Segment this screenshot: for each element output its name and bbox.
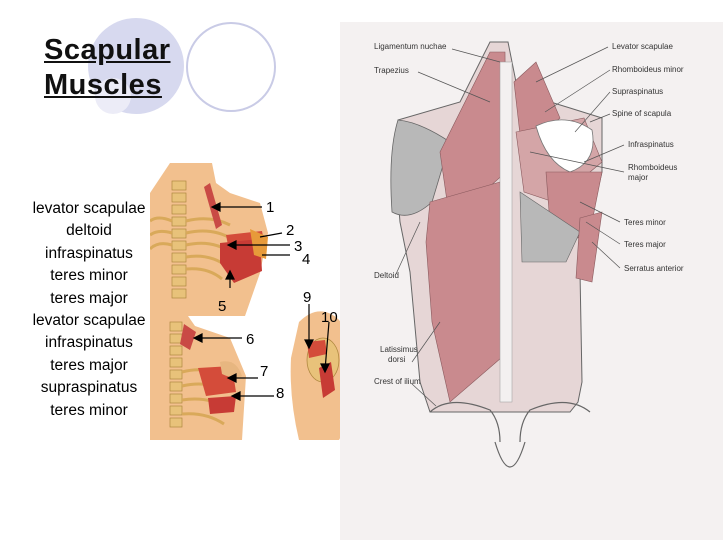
muscle-list: levator scapulae deltoid infraspinatus t… (14, 198, 164, 422)
label-levator-scapulae: Levator scapulae (612, 42, 673, 51)
label-rhomboideus-major-2: major (628, 173, 648, 182)
label-rhomboideus-major: Rhomboideus (628, 163, 677, 172)
diagram-number: 5 (218, 298, 226, 315)
muscle-list-item: infraspinatus (45, 334, 133, 352)
diagram-number: 9 (303, 289, 311, 306)
diagram-number: 10 (321, 309, 338, 326)
label-supraspinatus: Supraspinatus (612, 87, 663, 96)
muscle-list-item: deltoid (66, 222, 112, 240)
slide-title: Scapular Muscles (44, 33, 171, 103)
diagram-number: 8 (276, 385, 284, 402)
label-latissimus-dorsi-2: dorsi (388, 355, 406, 364)
decorative-ring (186, 22, 276, 112)
back-muscles-illustration: Ligamentum nuchae Trapezius Levator scap… (340, 22, 723, 540)
label-ligamentum-nuchae: Ligamentum nuchae (374, 42, 447, 51)
muscle-list-item: infraspinatus (45, 244, 133, 262)
diagram-number: 1 (266, 199, 274, 216)
muscle-list-item: teres minor (50, 401, 128, 419)
muscle-list-item: levator scapulae (32, 312, 146, 330)
diagram-number: 7 (260, 363, 268, 380)
muscle-list-item: levator scapulae (32, 200, 146, 217)
label-infraspinatus: Infraspinatus (628, 140, 674, 149)
title-line-1: Scapular (44, 34, 171, 66)
muscle-list-item: teres minor (50, 267, 128, 285)
label-trapezius: Trapezius (374, 66, 409, 75)
label-spine-of-scapula: Spine of scapula (612, 109, 672, 118)
diagram-number: 2 (286, 222, 294, 239)
decorative-circle-small (95, 78, 131, 114)
label-rhomboideus-minor: Rhomboideus minor (612, 65, 684, 74)
lower-back-figure: 6 7 8 (150, 316, 285, 440)
diagram-number: 4 (302, 251, 310, 268)
label-crest-of-ilium: Crest of ilium (374, 377, 421, 386)
muscle-list-item: teres major (50, 289, 128, 307)
muscle-list-item: supraspinatus (40, 379, 138, 397)
label-teres-minor: Teres minor (624, 218, 666, 227)
label-deltoid: Deltoid (374, 271, 399, 280)
diagram-number: 3 (294, 238, 302, 255)
title-line-2: Muscles (44, 69, 162, 101)
muscle-list-item: teres major (50, 356, 128, 374)
label-serratus-anterior: Serratus anterior (624, 264, 684, 273)
label-latissimus-dorsi: Latissimus (380, 345, 418, 354)
diagram-number: 6 (246, 331, 254, 348)
label-teres-major: Teres major (624, 240, 666, 249)
